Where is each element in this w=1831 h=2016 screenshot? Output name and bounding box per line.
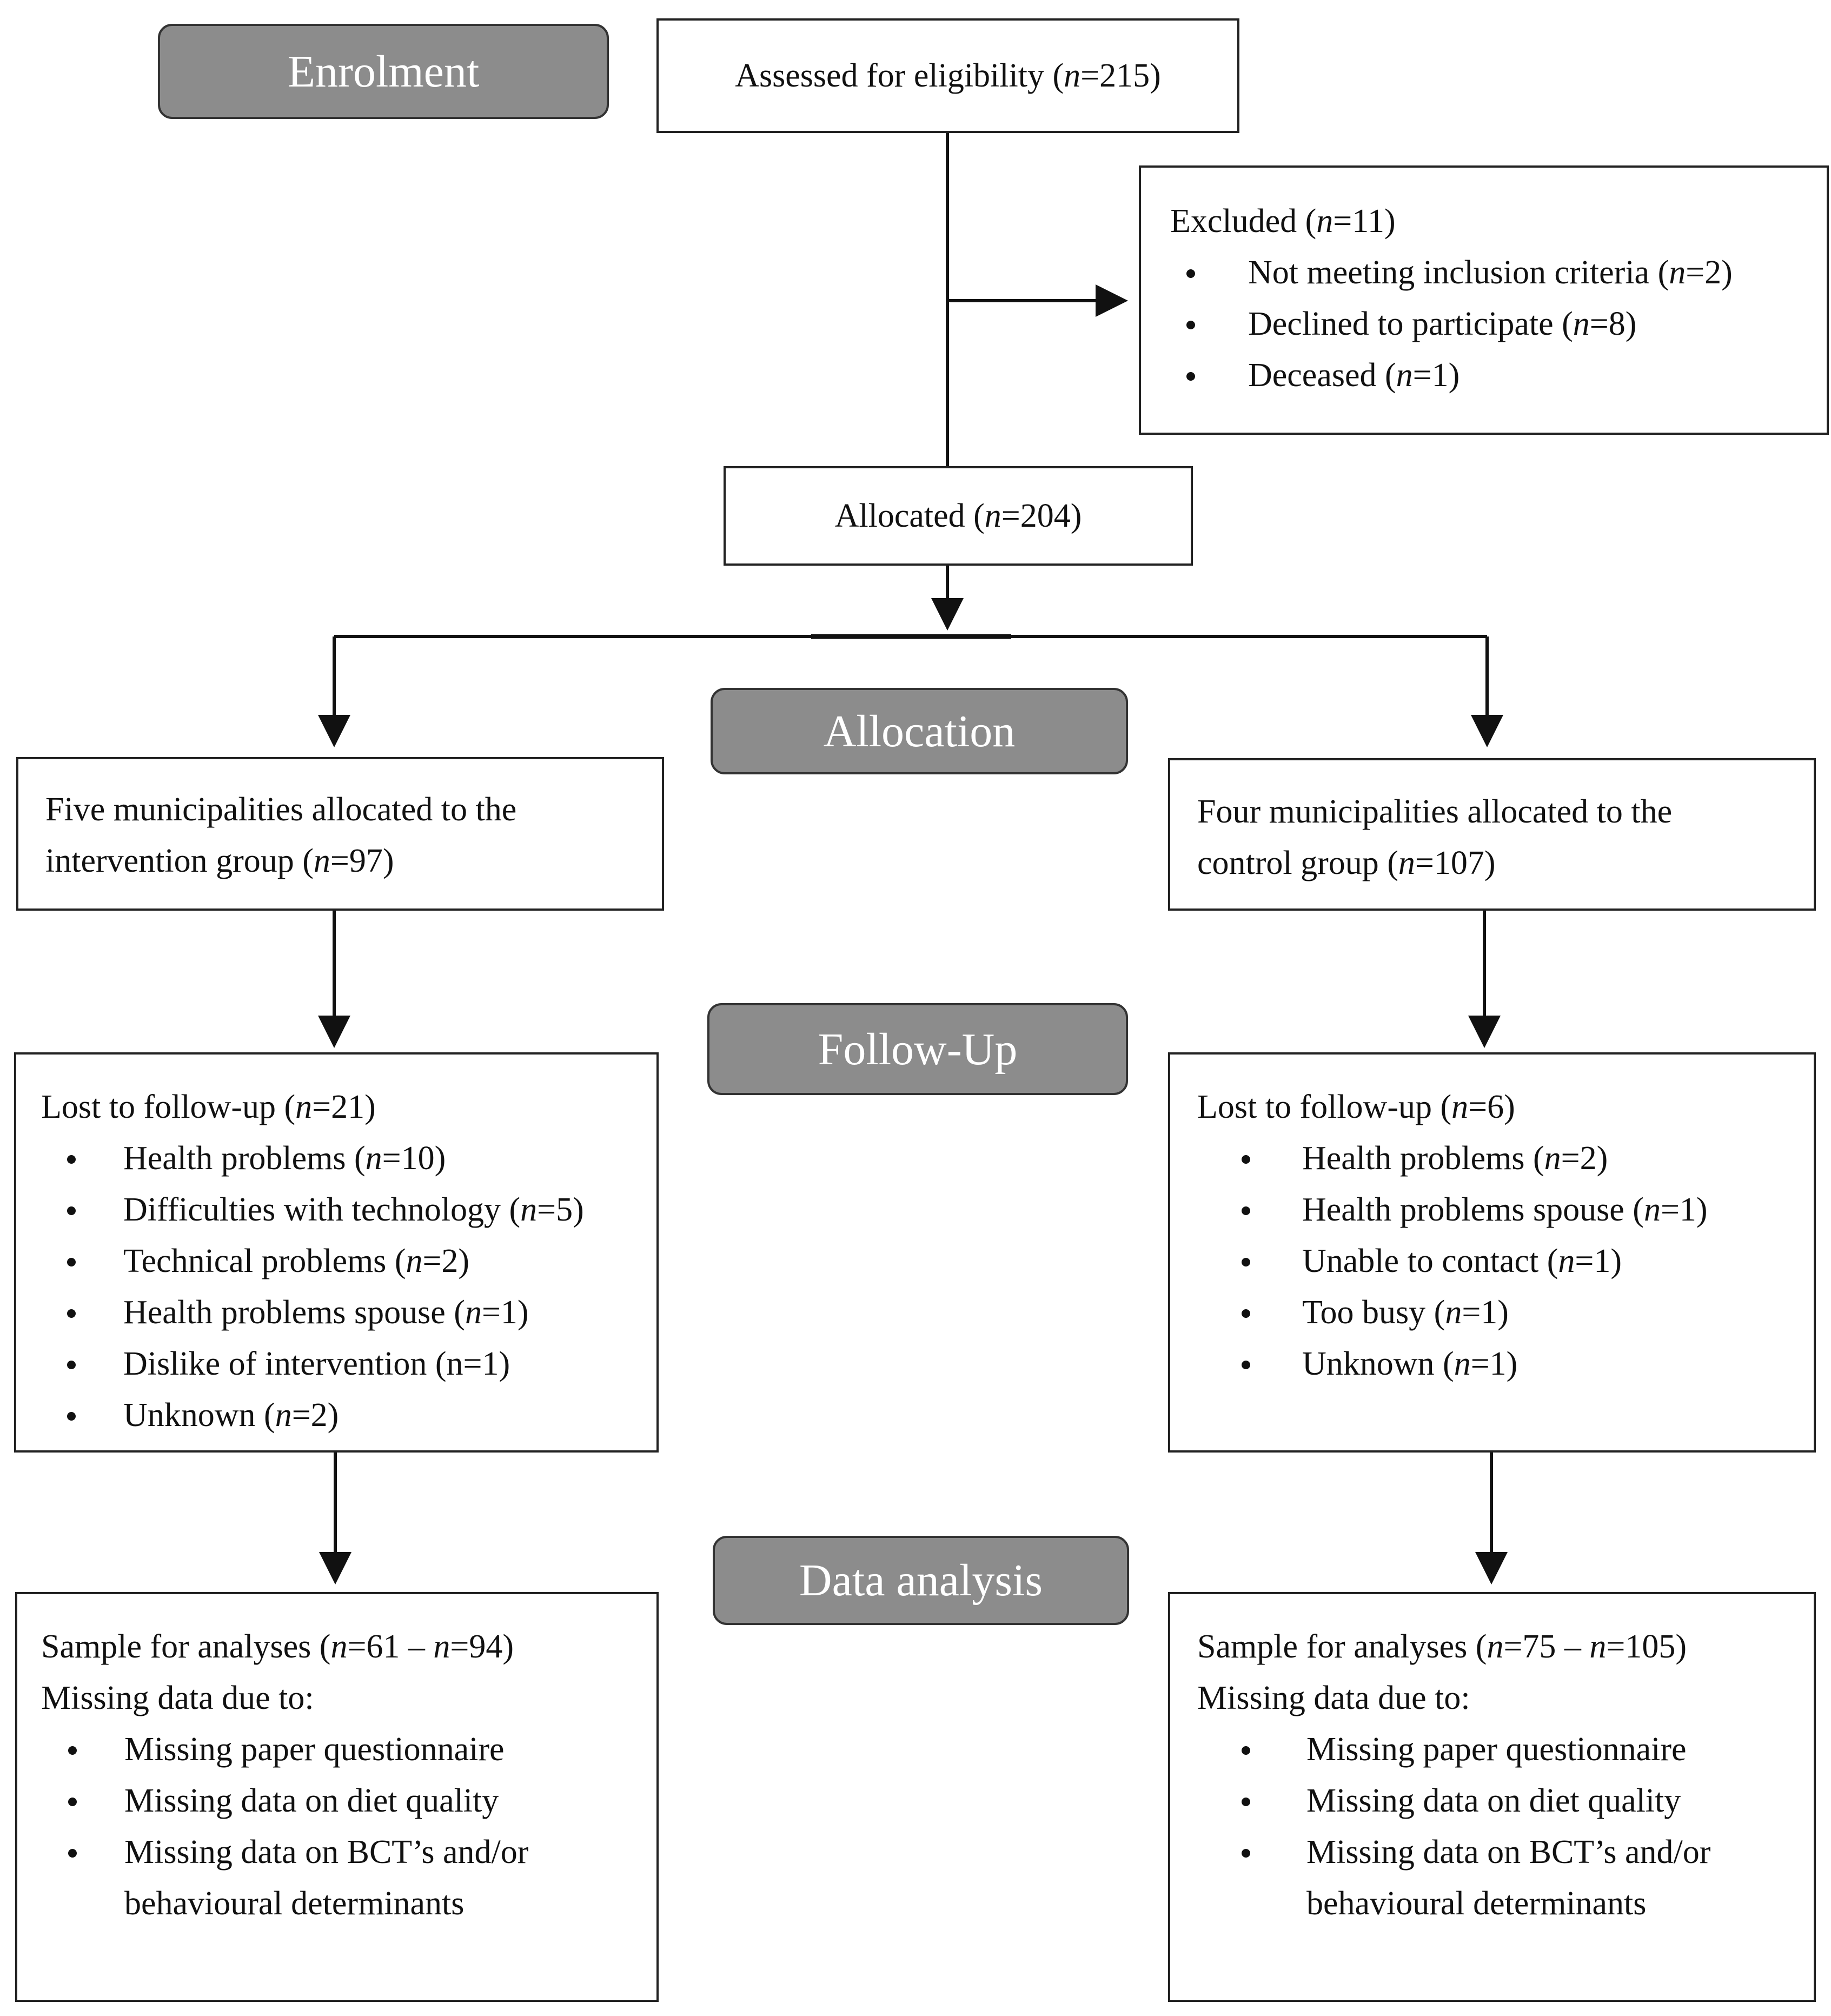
list-item: Dislike of intervention (n=1): [41, 1338, 656, 1390]
stage-enrolment: Enrolment: [158, 24, 609, 119]
excluded-title: Excluded (n=11): [1170, 203, 1396, 240]
list-item-continuation: behavioural determinants: [1306, 1885, 1647, 1922]
list-item: Difficulties with technology (n=5): [41, 1184, 656, 1236]
analysis-intervention-missing-label: Missing data due to:: [41, 1680, 314, 1716]
list-item-continuation: behavioural determinants: [124, 1885, 465, 1922]
list-item: Unable to contact (n=1): [1197, 1236, 1814, 1287]
analysis-intervention-title: Sample for analyses (n=61 – n=94): [41, 1628, 514, 1665]
intervention-line-1: Five municipalities allocated to the: [45, 791, 517, 828]
analysis-control-title: Sample for analyses (n=75 – n=105): [1197, 1628, 1687, 1665]
intervention-line-2: intervention group (n=97): [45, 843, 394, 879]
lost-intervention-box: Lost to follow-up (n=21) Health problems…: [14, 1052, 659, 1453]
list-item: Health problems (n=10): [41, 1133, 656, 1184]
allocated-text: Allocated (n=204): [834, 497, 1082, 534]
list-item: Missing paper questionnaire: [41, 1724, 656, 1775]
assessed-text: Assessed for eligibility (n=215): [735, 57, 1161, 94]
analysis-control-box: Sample for analyses (n=75 – n=105) Missi…: [1168, 1592, 1816, 2002]
control-line-1: Four municipalities allocated to the: [1197, 793, 1673, 830]
list-item: Deceased (n=1): [1170, 350, 1827, 401]
lost-control-box: Lost to follow-up (n=6) Health problems …: [1168, 1052, 1816, 1453]
excluded-reasons-list: Not meeting inclusion criteria (n=2) Dec…: [1170, 247, 1827, 401]
list-item: Missing paper questionnaire: [1197, 1724, 1814, 1775]
list-item: Declined to participate (n=8): [1170, 299, 1827, 350]
list-item: Technical problems (n=2): [41, 1236, 656, 1287]
control-line-2: control group (n=107): [1197, 845, 1496, 881]
stage-allocation: Allocation: [711, 688, 1128, 774]
list-item: Missing data on BCT’s and/or: [1197, 1827, 1814, 1878]
assessed-box: Assessed for eligibility (n=215): [656, 18, 1239, 133]
excluded-box: Excluded (n=11) Not meeting inclusion cr…: [1139, 165, 1829, 435]
stage-follow-up: Follow-Up: [707, 1003, 1128, 1095]
lost-control-title: Lost to follow-up (n=6): [1197, 1089, 1515, 1125]
allocated-box: Allocated (n=204): [724, 466, 1193, 566]
analysis-control-list: Missing paper questionnaire Missing data…: [1197, 1724, 1814, 1929]
list-item: Missing data on diet quality: [41, 1775, 656, 1827]
list-item: Health problems (n=2): [1197, 1133, 1814, 1184]
list-item: Not meeting inclusion criteria (n=2): [1170, 247, 1827, 299]
list-item: Missing data on BCT’s and/or: [41, 1827, 656, 1878]
list-item: Health problems spouse (n=1): [1197, 1184, 1814, 1236]
list-item: Missing data on diet quality: [1197, 1775, 1814, 1827]
lost-control-list: Health problems (n=2) Health problems sp…: [1197, 1133, 1814, 1390]
analysis-intervention-list: Missing paper questionnaire Missing data…: [41, 1724, 656, 1929]
intervention-group-box: Five municipalities allocated to the int…: [16, 757, 664, 911]
stage-data-analysis: Data analysis: [713, 1536, 1129, 1625]
lost-intervention-list: Health problems (n=10) Difficulties with…: [41, 1133, 656, 1441]
lost-intervention-title: Lost to follow-up (n=21): [41, 1089, 376, 1125]
list-item: Health problems spouse (n=1): [41, 1287, 656, 1338]
control-group-box: Four municipalities allocated to the con…: [1168, 758, 1816, 911]
analysis-intervention-box: Sample for analyses (n=61 – n=94) Missin…: [15, 1592, 659, 2002]
list-item: Too busy (n=1): [1197, 1287, 1814, 1338]
list-item: Unknown (n=2): [41, 1390, 656, 1441]
list-item: Unknown (n=1): [1197, 1338, 1814, 1390]
analysis-control-missing-label: Missing data due to:: [1197, 1680, 1470, 1716]
